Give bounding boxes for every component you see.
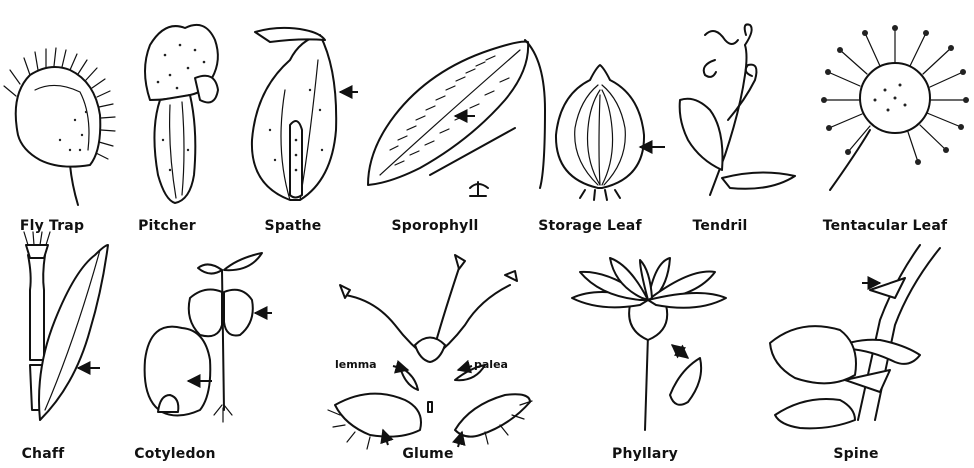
glume-drawing (328, 255, 532, 449)
label-tendril: Tendril (692, 218, 747, 234)
sporophyll-drawing (368, 40, 545, 196)
label-spine: Spine (833, 446, 878, 462)
label-sporophyll: Sporophyll (392, 218, 479, 234)
phyllary-drawing (572, 258, 726, 430)
tendril-drawing (680, 24, 795, 195)
label-chaff: Chaff (22, 446, 65, 462)
pitcher-drawing (145, 25, 218, 203)
label-glume: Glume (402, 446, 453, 462)
label-tentacular-leaf: Tentacular Leaf (823, 218, 948, 234)
label-cotyledon: Cotyledon (134, 446, 215, 462)
label-spathe: Spathe (265, 218, 322, 234)
fly-trap-drawing (4, 48, 115, 205)
label-fly-trap: Fly Trap (20, 218, 84, 234)
label-phyllary: Phyllary (612, 446, 678, 462)
spine-drawing (770, 245, 940, 428)
label-lemma: lemma (335, 358, 377, 371)
spathe-drawing (252, 28, 358, 200)
label-pitcher: Pitcher (138, 218, 196, 234)
chaff-drawing (24, 232, 108, 420)
cotyledon-drawing (145, 253, 272, 422)
tentacular-leaf-drawing (821, 25, 969, 190)
label-palea: palea (474, 358, 508, 371)
label-storage-leaf: Storage Leaf (538, 218, 642, 234)
storage-leaf-drawing (556, 65, 665, 200)
